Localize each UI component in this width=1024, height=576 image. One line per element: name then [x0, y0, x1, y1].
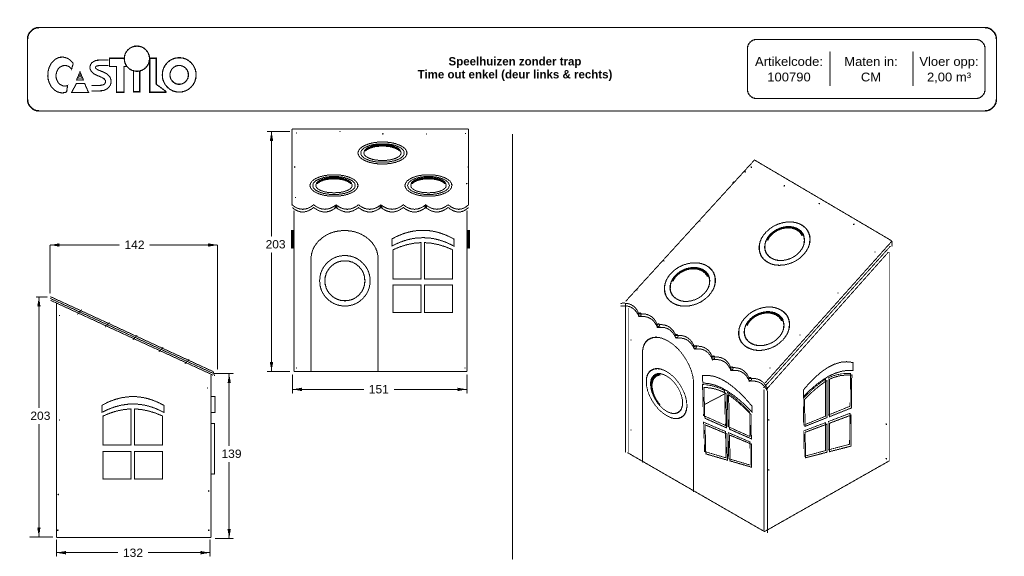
- svg-text:Vloer opp:: Vloer opp:: [919, 54, 978, 69]
- svg-text:Artikelcode:: Artikelcode:: [755, 54, 823, 69]
- svg-text:Speelhuizen zonder trap: Speelhuizen zonder trap: [449, 57, 582, 69]
- svg-text:Time out enkel (deur links & r: Time out enkel (deur links & rechts): [418, 70, 613, 82]
- svg-text:CM: CM: [861, 69, 881, 84]
- svg-text:Maten in:: Maten in:: [844, 54, 897, 69]
- svg-text:100790: 100790: [767, 69, 810, 84]
- svg-text:2,00 m³: 2,00 m³: [927, 69, 972, 84]
- svg-text:132: 132: [123, 546, 143, 560]
- svg-text:139: 139: [221, 447, 241, 461]
- svg-text:203: 203: [266, 238, 286, 252]
- svg-text:151: 151: [369, 383, 389, 397]
- svg-text:142: 142: [124, 238, 144, 252]
- svg-text:203: 203: [30, 409, 50, 423]
